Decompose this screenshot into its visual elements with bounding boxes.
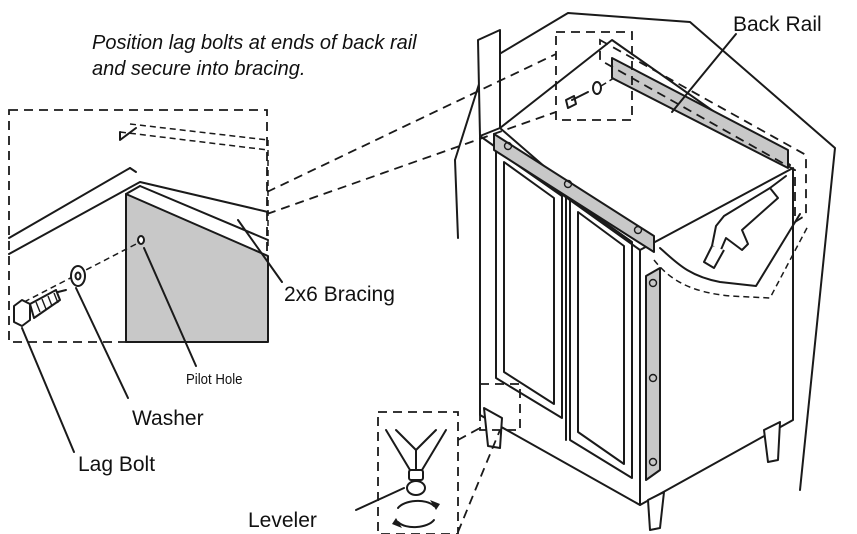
instruction-text: Position lag bolts at ends of back rail … xyxy=(92,30,417,82)
label-back-rail: Back Rail xyxy=(733,13,822,36)
label-lag-bolt: Lag Bolt xyxy=(78,453,156,476)
label-pilot-hole: Pilot Hole xyxy=(186,371,243,388)
instruction-line-1: Position lag bolts at ends of back rail xyxy=(92,32,417,54)
leader-lines xyxy=(21,33,737,511)
rail-bolt-icon xyxy=(565,77,615,109)
bracing-cutout xyxy=(653,213,809,299)
label-washer: Washer xyxy=(132,407,204,430)
vanity-cabinet xyxy=(477,29,794,531)
drill-icon xyxy=(703,175,787,269)
label-bracing: 2x6 Bracing xyxy=(284,283,395,306)
rail-detail-callout xyxy=(555,31,633,121)
instruction-line-2: and secure into bracing. xyxy=(92,58,306,80)
bolt-detail-box xyxy=(8,53,557,343)
label-leveler: Leveler xyxy=(248,509,317,532)
leveler-detail xyxy=(377,383,521,534)
